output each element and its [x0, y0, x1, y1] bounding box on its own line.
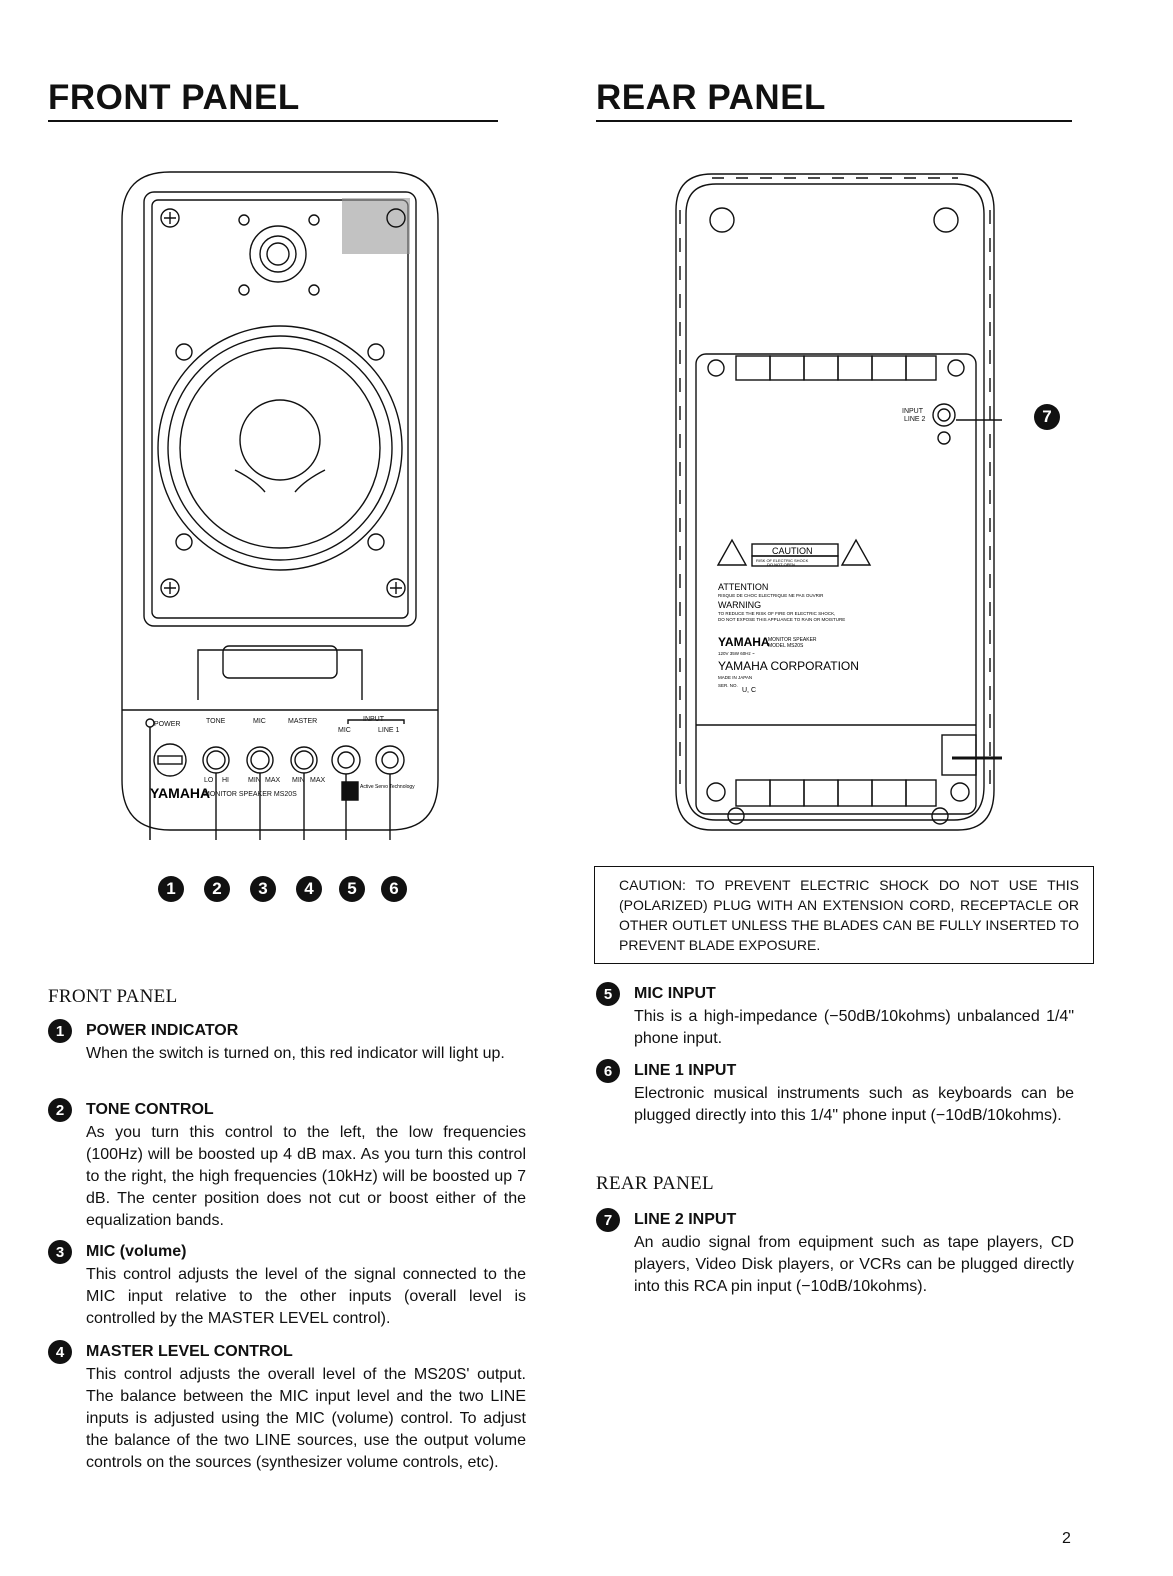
callout-7: 7	[1034, 404, 1060, 430]
label-master-max: MAX	[310, 777, 326, 784]
callout-3: 3	[250, 876, 276, 902]
callout-2: 2	[204, 876, 230, 902]
item-body-line2-input: An audio signal from equipment such as t…	[634, 1234, 1074, 1295]
item-mic-input: 5 MIC INPUT This is a high-impedance (−50…	[596, 982, 1074, 1050]
rear-model1: MONITOR SPEAKER	[768, 637, 817, 643]
callout-1: 1	[158, 876, 184, 902]
rear-caution-sub1: RISK OF ELECTRIC SHOCK	[756, 558, 809, 563]
front-panel-header: FRONT PANEL	[48, 80, 498, 122]
rear-warning: WARNING	[718, 600, 761, 610]
front-model-line: MONITOR SPEAKER MS20S	[204, 791, 297, 798]
item-master-level: 4 MASTER LEVEL CONTROL This control adjus…	[48, 1340, 526, 1474]
badge-4: 4	[48, 1340, 72, 1364]
callout-5: 5	[339, 876, 365, 902]
rear-corp: YAMAHA CORPORATION	[718, 659, 859, 673]
rear-section-title: REAR PANEL	[596, 1173, 714, 1194]
label-mic-min: MIN	[248, 777, 261, 784]
badge-1: 1	[48, 1019, 72, 1043]
front-brand-logo: YAMAHA	[150, 785, 210, 801]
item-title-mic-volume: MIC (volume)	[86, 1243, 187, 1260]
item-title-mic-input: MIC INPUT	[634, 985, 716, 1002]
callout-6: 6	[381, 876, 407, 902]
item-tone-control: 2 TONE CONTROL As you turn this control t…	[48, 1098, 526, 1232]
label-hi: HI	[222, 777, 229, 784]
badge-2: 2	[48, 1098, 72, 1122]
front-panel-diagram: POWER TONE MIC MASTER INPUT MIC LINE 1 L…	[121, 171, 439, 840]
label-input-line1: LINE 1	[378, 727, 400, 734]
label-mic-max: MAX	[265, 777, 281, 784]
item-body-mic-input: This is a high-impedance (−50dB/10kohms)…	[634, 1008, 1074, 1047]
badge-3: 3	[48, 1240, 72, 1264]
caution-notice-box: CAUTION: TO PREVENT ELECTRIC SHOCK DO NO…	[594, 866, 1094, 964]
label-master: MASTER	[288, 718, 317, 725]
label-power: POWER	[154, 721, 180, 728]
label-tone: TONE	[206, 718, 226, 725]
badge-5: 5	[596, 982, 620, 1006]
rear-caution: CAUTION	[772, 546, 813, 556]
rear-serno: SER. NO.	[718, 683, 738, 688]
item-title-master-level: MASTER LEVEL CONTROL	[86, 1343, 293, 1360]
rear-label-input: INPUT	[902, 408, 924, 415]
item-title-power-indicator: POWER INDICATOR	[86, 1022, 239, 1039]
front-ast-logo: Active Servo Technology	[360, 784, 415, 790]
label-input-mic: MIC	[338, 727, 351, 734]
item-body-master-level: This control adjusts the overall level o…	[86, 1366, 526, 1471]
rear-brand: YAMAHA	[718, 635, 770, 649]
rear-made: MADE IN JAPAN	[718, 675, 752, 680]
rear-caution-sub2: DO NOT OPEN	[767, 562, 795, 567]
rear-attention: ATTENTION	[718, 582, 768, 592]
label-master-min: MIN	[292, 777, 305, 784]
rear-label-line2: LINE 2	[904, 416, 926, 423]
callout-4: 4	[296, 876, 322, 902]
item-title-line1-input: LINE 1 INPUT	[634, 1062, 737, 1079]
item-body-tone-control: As you turn this control to the left, th…	[86, 1124, 526, 1229]
item-power-indicator: 1 POWER INDICATOR When the switch is turn…	[48, 1019, 526, 1065]
rear-uc: U, C	[742, 687, 756, 694]
label-mic: MIC	[253, 718, 266, 725]
label-lo: LO	[204, 777, 214, 784]
badge-6: 6	[596, 1059, 620, 1083]
item-body-power-indicator: When the switch is turned on, this red i…	[86, 1045, 505, 1062]
item-body-mic-volume: This control adjusts the level of the si…	[86, 1266, 526, 1327]
item-title-tone-control: TONE CONTROL	[86, 1101, 214, 1118]
rear-model2: MODEL MS20S	[768, 643, 804, 649]
item-title-line2-input: LINE 2 INPUT	[634, 1211, 737, 1228]
rear-panel-diagram: INPUT LINE 2 CAUTION RISK OF ELECTRIC SH…	[675, 173, 1002, 831]
item-line1-input: 6 LINE 1 INPUT Electronic musical instrum…	[596, 1059, 1074, 1127]
rear-panel-header: REAR PANEL	[596, 80, 1072, 122]
item-mic-volume: 3 MIC (volume) This control adjusts the l…	[48, 1240, 526, 1330]
item-body-line1-input: Electronic musical instruments such as k…	[634, 1085, 1074, 1124]
rear-attention-sub: RISQUE DE CHOC ELECTRIQUE NE PAS OUVRIR	[718, 593, 824, 598]
rear-warning-sub1: TO REDUCE THE RISK OF FIRE OR ELECTRIC S…	[718, 611, 835, 616]
page-number: 2	[1062, 1530, 1071, 1547]
front-section-title: FRONT PANEL	[48, 986, 178, 1007]
item-line2-input: 7 LINE 2 INPUT An audio signal from equip…	[596, 1208, 1074, 1298]
badge-7: 7	[596, 1208, 620, 1232]
rear-warning-sub2: DO NOT EXPOSE THIS APPLIANCE TO RAIN OR …	[718, 617, 845, 622]
rear-rating: 120V 35W 60Hz ~	[718, 651, 755, 656]
label-input: INPUT	[363, 716, 385, 723]
